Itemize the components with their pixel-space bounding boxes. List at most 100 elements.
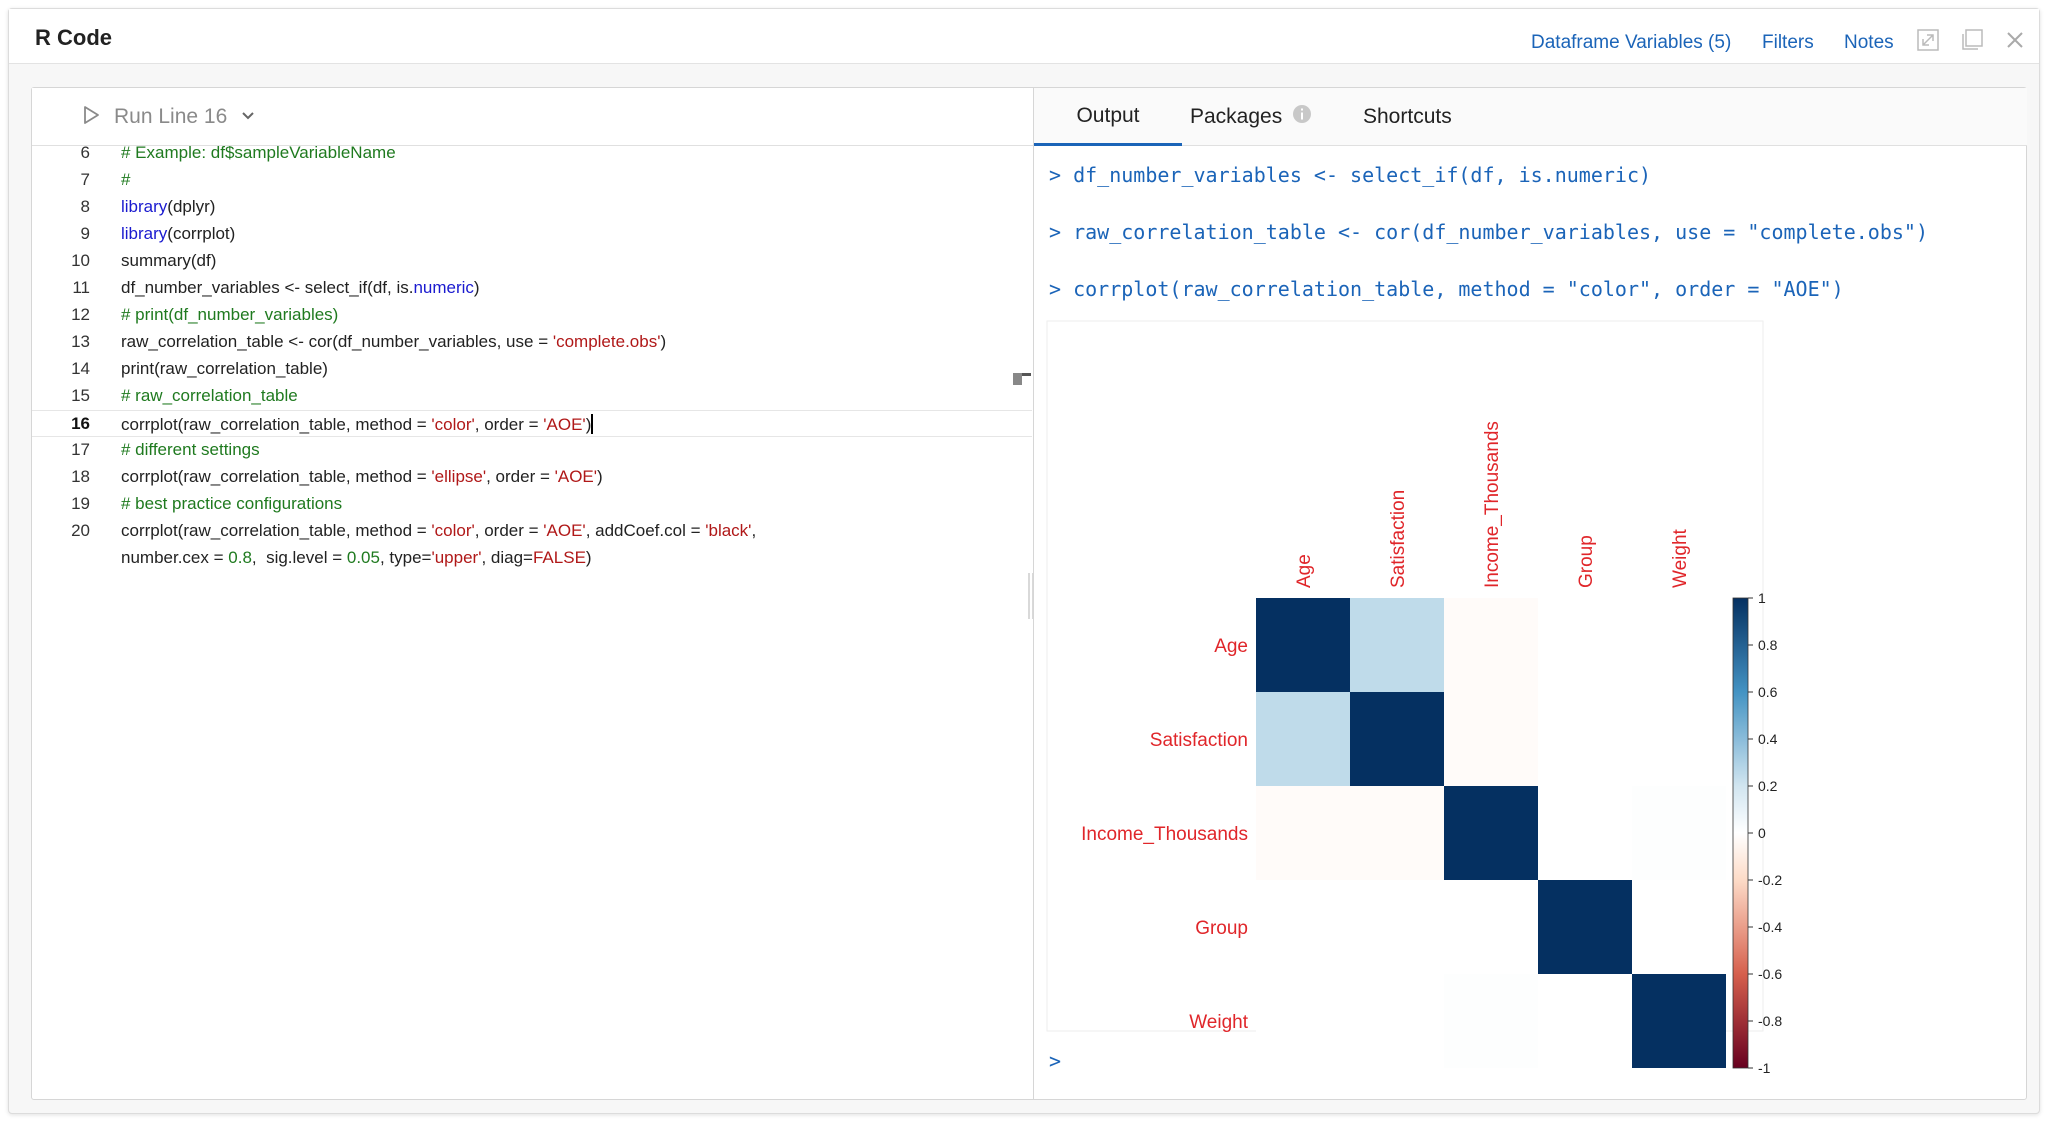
line-number: 15 — [71, 386, 90, 405]
heatmap-cell — [1444, 692, 1538, 786]
heatmap-cell — [1632, 786, 1726, 880]
code-panel: Run Line 16 6 # Example: df$sampleVariabl… — [31, 87, 2027, 1100]
info-icon[interactable] — [1292, 104, 1312, 130]
pane-divider — [1033, 88, 1034, 1099]
code-line[interactable]: 14 print(raw_correlation_table) — [32, 356, 1032, 383]
filters-link[interactable]: Filters — [1762, 32, 1814, 53]
code-line[interactable]: number.cex = 0.8, sig.level = 0.05, type… — [32, 545, 1032, 572]
tab-packages-label: Packages — [1190, 105, 1283, 128]
heatmap-cell — [1350, 598, 1444, 692]
run-line-label: Run Line 16 — [114, 105, 228, 128]
code-text: # print(df_number_variables) — [121, 305, 339, 324]
code-text: # Example: df$sampleVariableName — [121, 146, 396, 162]
play-icon — [82, 105, 100, 130]
heatmap-cell — [1538, 692, 1632, 786]
column-label: Satisfaction — [1388, 490, 1409, 588]
colorbar-tick-label: 0.4 — [1758, 731, 1778, 747]
code-text: # — [121, 170, 131, 189]
heatmap-cell — [1256, 786, 1350, 880]
line-number: 16 — [71, 414, 90, 433]
code-text: corrplot(raw_correlation_table, method =… — [121, 521, 757, 540]
tab-shortcuts[interactable]: Shortcuts — [1363, 88, 1452, 146]
line-number: 14 — [71, 359, 90, 378]
r-code-window: R Code Dataframe Variables (5) Filters N… — [8, 8, 2040, 1114]
code-text: # best practice configurations — [121, 494, 343, 513]
chevron-down-icon[interactable] — [241, 108, 255, 126]
code-text: df_number_variables <- select_if(df, is.… — [121, 278, 480, 297]
line-number: 11 — [72, 278, 90, 297]
code-line[interactable]: 15 # raw_correlation_table — [32, 383, 1032, 410]
column-label: Weight — [1670, 528, 1691, 588]
output-pane: Output Packages Shortcuts > df_number_va… — [1034, 88, 2027, 1099]
colorbar-tick-label: 0.6 — [1758, 684, 1778, 700]
code-text: summary(df) — [121, 251, 217, 270]
code-text: corrplot(raw_correlation_table, method =… — [121, 467, 603, 486]
heatmap-cell — [1444, 880, 1538, 974]
output-console[interactable]: > df_number_variables <- select_if(df, i… — [1034, 146, 2027, 1101]
heatmap-cell — [1538, 786, 1632, 880]
line-number: 17 — [71, 440, 90, 459]
output-tabs: Output Packages Shortcuts — [1034, 88, 2027, 146]
column-label: Group — [1576, 535, 1597, 588]
expand-icon[interactable] — [1916, 28, 1940, 52]
code-line[interactable]: 12 # print(df_number_variables) — [32, 302, 1032, 329]
line-number: 9 — [80, 224, 90, 243]
console-prompt[interactable]: > — [1049, 1049, 1062, 1073]
heatmap-cell — [1256, 598, 1350, 692]
code-text: print(raw_correlation_table) — [121, 359, 328, 378]
line-number: 19 — [71, 494, 90, 513]
tab-packages[interactable]: Packages — [1190, 88, 1312, 146]
row-label: Income_Thousands — [1081, 824, 1248, 845]
colorbar-tick-label: -0.4 — [1758, 919, 1782, 935]
heatmap-cell — [1444, 974, 1538, 1068]
dataframe-variables-link[interactable]: Dataframe Variables (5) — [1531, 32, 1732, 53]
heatmap-cell — [1350, 692, 1444, 786]
heatmap-cell — [1632, 692, 1726, 786]
tab-output[interactable]: Output — [1034, 88, 1182, 146]
heatmap-cell — [1632, 880, 1726, 974]
heatmap-cell — [1256, 880, 1350, 974]
colorbar-tick-label: 0.2 — [1758, 778, 1778, 794]
row-label: Satisfaction — [1150, 730, 1248, 751]
heatmap-cell — [1350, 786, 1444, 880]
code-text: raw_correlation_table <- cor(df_number_v… — [121, 332, 667, 351]
colorbar-tick-label: -1 — [1758, 1060, 1771, 1076]
code-line[interactable]: 7# — [32, 167, 1032, 194]
line-number: 6 — [80, 146, 90, 162]
code-line[interactable]: 6 # Example: df$sampleVariableName — [32, 146, 1032, 167]
close-icon[interactable] — [2003, 28, 2027, 52]
heatmap-cell — [1444, 598, 1538, 692]
code-text: library(corrplot) — [121, 224, 236, 243]
colorbar-tick-label: -0.2 — [1758, 872, 1782, 888]
run-line-button[interactable]: Run Line 16 — [72, 100, 265, 134]
colorbar — [1732, 597, 1749, 1069]
heatmap-cell — [1256, 974, 1350, 1068]
code-line[interactable]: 9 library(corrplot) — [32, 221, 1032, 248]
editor-pane: Run Line 16 6 # Example: df$sampleVariabl… — [32, 88, 1034, 1101]
line-number: 12 — [71, 305, 90, 324]
code-text: number.cex = 0.8, sig.level = 0.05, type… — [121, 548, 592, 567]
colorbar-tick-label: 0.8 — [1758, 637, 1778, 653]
text-cursor — [591, 414, 594, 434]
code-text: library(dplyr) — [121, 197, 216, 216]
heatmap-cell — [1632, 974, 1726, 1068]
heatmap-cell — [1632, 598, 1726, 692]
code-text: # raw_correlation_table — [121, 386, 298, 405]
scroll-marker[interactable] — [1013, 372, 1031, 385]
row-label: Group — [1195, 918, 1248, 939]
code-line[interactable]: 19 # best practice configurations — [32, 491, 1032, 518]
popout-icon[interactable] — [1960, 28, 1984, 52]
notes-link[interactable]: Notes — [1844, 32, 1894, 53]
row-label: Age — [1214, 636, 1248, 657]
code-line[interactable]: 11 df_number_variables <- select_if(df, i… — [32, 275, 1032, 302]
editor-toolbar: Run Line 16 — [32, 88, 1033, 146]
code-line[interactable]: 17# different settings — [32, 437, 1032, 464]
column-label: Income_Thousands — [1482, 421, 1503, 588]
